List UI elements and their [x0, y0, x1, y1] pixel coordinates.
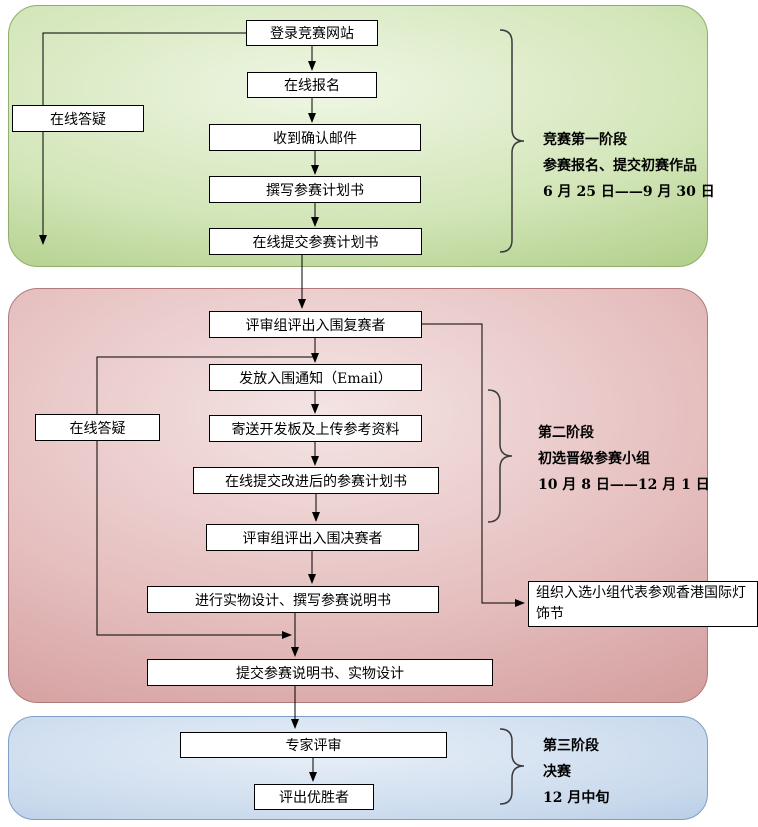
step-select-rematch: 评审组评出入围复赛者: [209, 311, 422, 338]
step-send-board: 寄送开发板及上传参考资料: [209, 415, 422, 442]
step-select-final: 评审组评出入围决赛者: [206, 524, 419, 551]
phase2-label: 第二阶段 初选晋级参赛小组 10 月 8 日——12 月 1 日: [538, 420, 710, 498]
side-visit-fair: 组织入选小组代表参观香港国际灯饰节: [528, 581, 758, 627]
step-submit-improved-plan: 在线提交改进后的参赛计划书: [193, 467, 439, 494]
phase1-label-line: 竞赛第一阶段: [543, 132, 627, 148]
phase1-label-line: 6 月 25 日——9 月 30 日: [543, 184, 715, 200]
step-online-register: 在线报名: [247, 72, 377, 98]
step-confirm-email: 收到确认邮件: [209, 124, 421, 151]
step-build-design: 进行实物设计、撰写参赛说明书: [147, 586, 439, 613]
phase3-label: 第三阶段 决赛 12 月中旬: [543, 733, 609, 811]
phase3-label-line: 决赛: [543, 764, 571, 780]
qa-box-phase2: 在线答疑: [35, 414, 160, 441]
phase2-label-line: 第二阶段: [538, 425, 594, 441]
step-submit-plan: 在线提交参赛计划书: [209, 228, 422, 255]
phase1-label: 竞赛第一阶段 参赛报名、提交初赛作品 6 月 25 日——9 月 30 日: [543, 127, 715, 205]
phase2-label-line: 10 月 8 日——12 月 1 日: [538, 477, 710, 493]
step-write-plan: 撰写参赛计划书: [209, 176, 421, 203]
step-expert-review: 专家评审: [180, 732, 447, 758]
step-submit-design: 提交参赛说明书、实物设计: [147, 659, 493, 686]
phase1-label-line: 参赛报名、提交初赛作品: [543, 158, 697, 174]
step-login-site: 登录竞赛网站: [246, 20, 378, 46]
phase3-label-line: 第三阶段: [543, 738, 599, 754]
qa-box-phase1: 在线答疑: [12, 105, 144, 132]
step-notify-email: 发放入围通知（Email）: [209, 364, 422, 391]
step-winner: 评出优胜者: [254, 784, 374, 810]
phase3-label-line: 12 月中旬: [543, 790, 610, 806]
phase2-label-line: 初选晋级参赛小组: [538, 451, 650, 467]
